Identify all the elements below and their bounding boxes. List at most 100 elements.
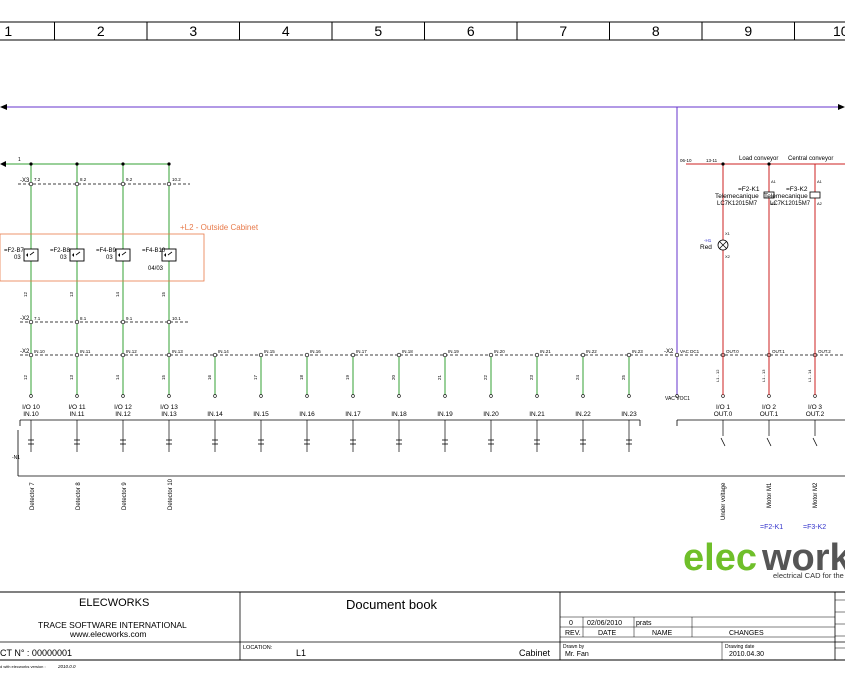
input-description: Detector 9 (122, 482, 128, 510)
ruler-col-1: 1 (4, 23, 12, 39)
top-bus (0, 104, 845, 395)
title-block: ELECWORKS TRACE SOFTWARE INTERNATIONAL w… (0, 591, 845, 669)
wire-number: 19 (345, 374, 350, 380)
logo-elec: elec (683, 537, 757, 579)
plc-input-label: IN.11 (69, 411, 84, 418)
wire-number: 18 (299, 374, 304, 380)
wire-number: 12 (23, 291, 28, 297)
terminal-in-label: IN.11 (80, 349, 91, 354)
drawn-by-label: Drawn by (563, 644, 585, 650)
plc-input-label: IN.15 (253, 411, 269, 418)
ruler-col-2: 2 (97, 23, 105, 39)
wire-number: 24 (575, 374, 580, 380)
junction-dot (121, 162, 125, 166)
plc-pin (351, 394, 355, 398)
plc-input-label: IN.22 (575, 411, 591, 418)
terminal-x2 (166, 319, 172, 325)
right-ref-a: 06-10 (680, 158, 692, 163)
x2-ref-upper: -X2 (20, 316, 30, 322)
terminal-in (534, 352, 540, 358)
detector-arrow-icon (26, 253, 28, 257)
wire-number: 14 (115, 374, 120, 380)
document-title: Document book (346, 597, 438, 612)
terminal-x2-label: 7.1 (34, 316, 41, 321)
terminal-in (626, 352, 632, 358)
outside-cabinet-label: +L2 - Outside Cabinet (180, 223, 259, 232)
plc-input-label: IN.12 (115, 411, 131, 418)
rev-value: 0 (569, 620, 573, 627)
plc-vac: VAC VOC1 (665, 396, 690, 402)
drawing-date: 2010.04.30 (729, 651, 764, 658)
ruler-col-8: 8 (652, 23, 660, 39)
lamp-x1: X1 (725, 231, 731, 236)
detector-contact (75, 251, 81, 256)
detector-contact (29, 251, 35, 256)
detector-sheet: 03 (106, 255, 113, 261)
terminal-x3 (28, 181, 34, 187)
cabinet-label: Cabinet (519, 648, 551, 658)
plc-pin (167, 394, 171, 398)
plc-input-label: IN.23 (621, 411, 637, 418)
wire-number: 12 (23, 374, 28, 380)
plc-output-contact (720, 437, 726, 447)
k1-desc: Telemecanique (715, 193, 759, 200)
output-description: Motor M1 (767, 482, 773, 508)
terminal-in-label: IN.13 (172, 349, 183, 354)
detector-sheet: 03 (14, 255, 21, 261)
terminal-in-label: IN.21 (540, 349, 551, 354)
green-rail: 1 -X3 -X2 -X2 -X2 7.27.1128.28.1139.29.1… (0, 157, 845, 398)
detector-ref: =F2-B7 (4, 248, 25, 254)
terminal-in (166, 352, 172, 358)
bottom-ref-k2: =F3-K2 (803, 524, 826, 531)
k2-desc: Telemecanique (764, 193, 808, 200)
plc-pin (489, 394, 493, 398)
k1-ref: =F2-K1 (738, 186, 760, 193)
output-description: Motor M2 (813, 482, 819, 508)
k1-coil (763, 191, 775, 199)
terminal-in-label: IN.10 (34, 349, 45, 354)
detector-contact (121, 251, 127, 256)
plc-io-label: I/O 13 (160, 404, 178, 411)
plc-input-label: IN.16 (299, 411, 315, 418)
outside-cabinet-zone: +L2 - Outside Cabinet =F2-B703=F2-B803=F… (0, 223, 259, 282)
terminal-in (350, 352, 356, 358)
plc-output-contact (812, 437, 818, 447)
plc-output-label: OUT.2 (806, 411, 825, 418)
k1-part: LC7K12015M7 (717, 201, 758, 207)
wire-number: 20 (391, 374, 396, 380)
detector-arrow-icon (118, 253, 120, 257)
x2-ref-right: -X2 (664, 349, 674, 355)
detector-symbol (23, 248, 39, 262)
wire-number: 13 (69, 291, 74, 297)
terminal-in (580, 352, 586, 358)
elecworks-logo: elec works electrical CAD for the (683, 537, 845, 580)
terminal-in (442, 352, 448, 358)
x3-ref: -X3 (20, 178, 30, 184)
rail-marker: 1 (18, 157, 21, 163)
wire-label: L1 - 14 (807, 369, 812, 382)
terminal-in (396, 352, 402, 358)
output-section: 06-10 13-11 Load conveyor Central convey… (680, 156, 845, 531)
terminal-vac (674, 352, 680, 358)
plc-output-label: OUT.1 (760, 411, 779, 418)
junction-dot (167, 162, 171, 166)
detector-ref: =F2-B8 (50, 248, 71, 254)
detector-sheet: 03 (60, 255, 67, 261)
ruler-col-9: 9 (744, 23, 752, 39)
plc-output-contact (766, 437, 772, 447)
rev-name: prats (636, 620, 652, 627)
k2-part: LC7K12015M7 (770, 201, 811, 207)
bottom-ref-k1: =F2-K1 (760, 524, 783, 531)
lamp-ref: -H1 (704, 238, 712, 243)
project-number: CT N° : 00000001 (0, 648, 72, 658)
junction-dot (75, 162, 79, 166)
detector-symbol (69, 248, 85, 262)
wire-number: 21 (437, 374, 442, 380)
terminal-in-label: IN.14 (218, 349, 229, 354)
k2-ref: =F3-K2 (786, 186, 808, 193)
plc-pin (721, 394, 725, 398)
terminal-in-label: IN.23 (632, 349, 643, 354)
terminal-in-label: IN.20 (494, 349, 505, 354)
